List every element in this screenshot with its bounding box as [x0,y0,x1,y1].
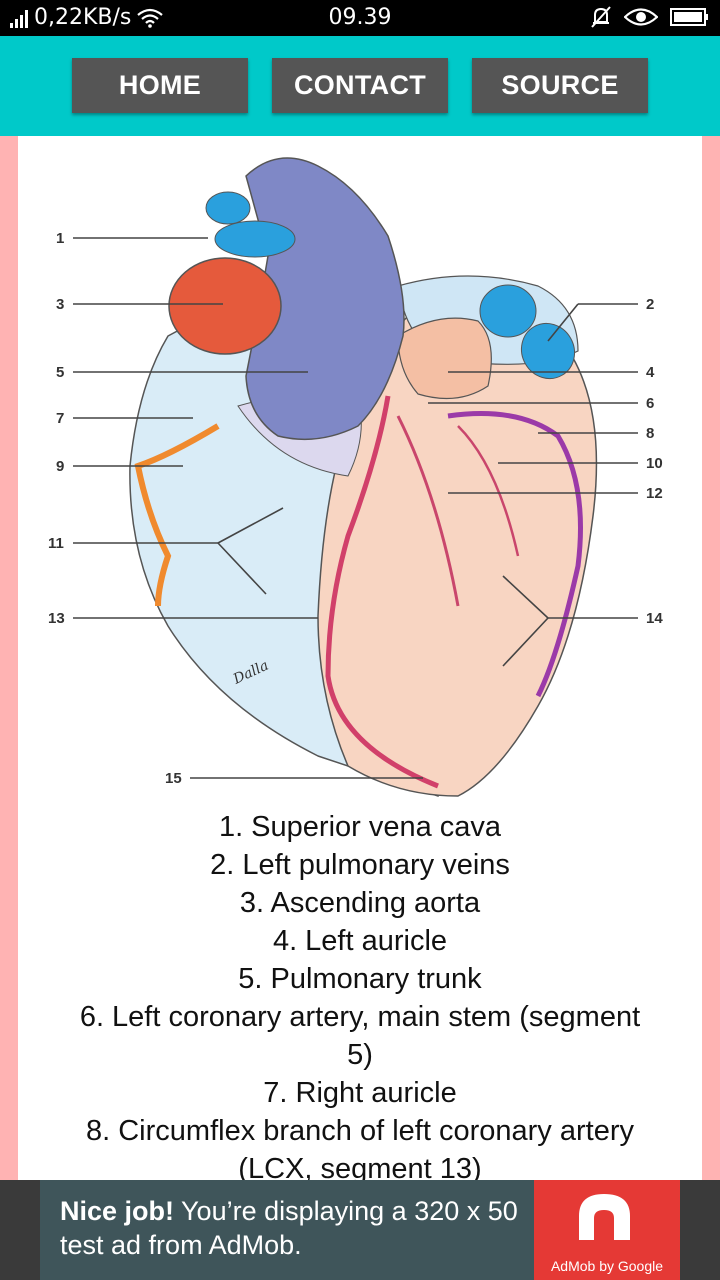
ad-box[interactable]: Nice job! You’re displaying a 320 x 50 t… [40,1180,680,1280]
legend-item: (LCX, segment 13) [238,1153,482,1180]
content-panel: 1 2 3 4 5 6 7 8 9 10 11 12 13 14 15 Dall… [18,136,702,1180]
legend-item: 5) [347,1039,373,1071]
left-auricle [397,317,492,400]
label-11: 11 [48,535,64,552]
right-coronary [134,423,220,607]
ad-text: Nice job! You’re displaying a 320 x 50 t… [60,1194,530,1262]
legend-item: 5. Pulmonary trunk [238,963,482,995]
label-10: 10 [646,455,663,472]
legend-item: 3. Ascending aorta [239,887,481,919]
label-7: 7 [56,410,64,427]
admob-logo[interactable]: AdMob by Google [534,1180,680,1280]
home-button[interactable]: HOME [72,58,248,113]
ad-banner[interactable]: Nice job! You’re displaying a 320 x 50 t… [0,1180,720,1280]
coronary-artery [325,395,439,789]
lad-branch [396,415,460,607]
source-button[interactable]: SOURCE [472,58,648,113]
label-6: 6 [646,395,654,412]
pulm-vein-1 [479,284,537,338]
pulm-vein-2 [520,322,576,380]
battery-icon [670,8,708,26]
label-8: 8 [646,425,654,442]
leader-lines [73,237,638,779]
heart-diagram: 1 2 3 4 5 6 7 8 9 10 11 12 13 14 15 Dall… [48,157,663,797]
legend-item: 6. Left coronary artery, main stem (segm… [79,1001,641,1033]
status-left: 0,22KB/s [10,5,164,30]
network-speed: 0,22KB/s [34,5,132,30]
ascending-aorta [168,257,282,355]
legend-item: 1. Superior vena cava [218,811,502,843]
contact-button[interactable]: CONTACT [272,58,448,113]
diagonal-branch [457,425,520,557]
legend-item: 7. Right auricle [263,1077,457,1109]
label-4: 4 [646,364,655,381]
admob-icon [579,1194,630,1240]
label-2: 2 [646,296,654,313]
ad-bold: Nice job! [60,1196,175,1226]
svc-blob-2 [214,220,296,258]
mute-bell-icon [591,6,611,28]
left-ventricle [317,304,598,797]
label-9: 9 [56,458,64,475]
eye-icon [624,8,658,26]
label-14: 14 [646,610,663,627]
svc-blob-1 [205,191,251,225]
label-5: 5 [56,364,64,381]
status-right [590,5,710,29]
legend-item: 2. Left pulmonary veins [210,849,510,881]
clock: 09.39 [328,5,392,30]
admob-caption: AdMob by Google [550,1258,664,1274]
top-nav: HOME CONTACT SOURCE [0,36,720,136]
legend-item: 8. Circumflex branch of left coronary ar… [86,1115,634,1147]
label-15: 15 [165,770,182,787]
label-12: 12 [646,485,663,502]
circumflex-artery [447,411,583,698]
ad-body: You’re displaying a 320 x 50 test ad fro… [60,1196,518,1260]
label-13: 13 [48,610,65,627]
wifi-icon [137,8,164,28]
legend-item: 4. Left auricle [272,925,448,957]
label-1: 1 [56,230,64,247]
legend-list: 1. Superior vena cava 2. Left pulmonary … [18,808,702,1180]
signal-icon [10,8,28,28]
label-3: 3 [56,296,64,313]
status-bar: 0,22KB/s 09.39 [0,0,720,36]
